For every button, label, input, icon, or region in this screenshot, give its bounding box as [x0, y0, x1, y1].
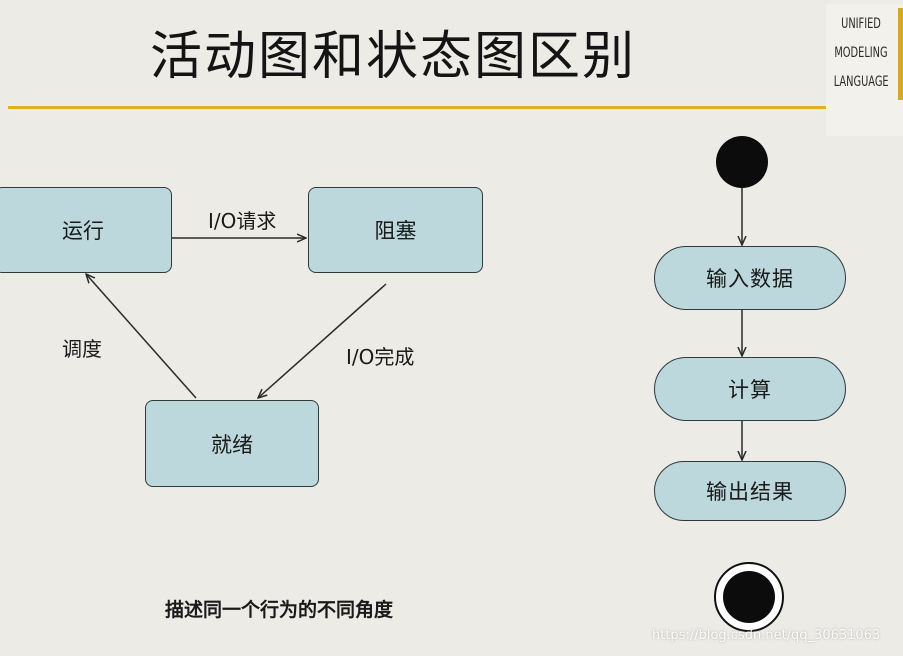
- state-running-label: 运行: [62, 219, 104, 243]
- title-underline: [8, 106, 903, 109]
- slide-title: 活动图和状态图区别: [150, 27, 637, 87]
- activity-input-data: 输入数据: [654, 246, 846, 310]
- state-ready-label: 就绪: [211, 432, 253, 457]
- logo-line-3: LANGUAGE: [833, 74, 889, 90]
- activity-compute: 计算: [654, 357, 846, 421]
- arrow-schedule: [86, 274, 197, 399]
- activity-output-result: 输出结果: [654, 461, 846, 521]
- logo-line-1: UNIFIED: [841, 16, 881, 32]
- activity-input-data-label: 输入数据: [706, 267, 794, 291]
- label-schedule: 调度: [62, 337, 102, 361]
- final-node-core: [723, 571, 775, 623]
- uml-logo: UNIFIED MODELING LANGUAGE: [826, 4, 903, 136]
- activity-compute-label: 计算: [728, 378, 772, 402]
- state-blocked-label: 阻塞: [374, 219, 417, 243]
- label-io-done: I/O完成: [346, 345, 415, 369]
- logo-line-2: MODELING: [834, 45, 888, 61]
- state-ready: 就绪: [145, 400, 319, 487]
- slide-caption: 描述同一个行为的不同角度: [165, 599, 394, 621]
- initial-node: [716, 136, 768, 188]
- logo-accent-bar: [898, 8, 903, 100]
- activity-output-result-label: 输出结果: [706, 480, 794, 504]
- state-running: 运行: [0, 187, 172, 273]
- label-io-request: I/O请求: [208, 209, 277, 233]
- arrow-io-done: [258, 283, 387, 398]
- watermark: https://blog.csdn.net/qq_30631063: [652, 628, 881, 643]
- state-blocked: 阻塞: [308, 187, 483, 273]
